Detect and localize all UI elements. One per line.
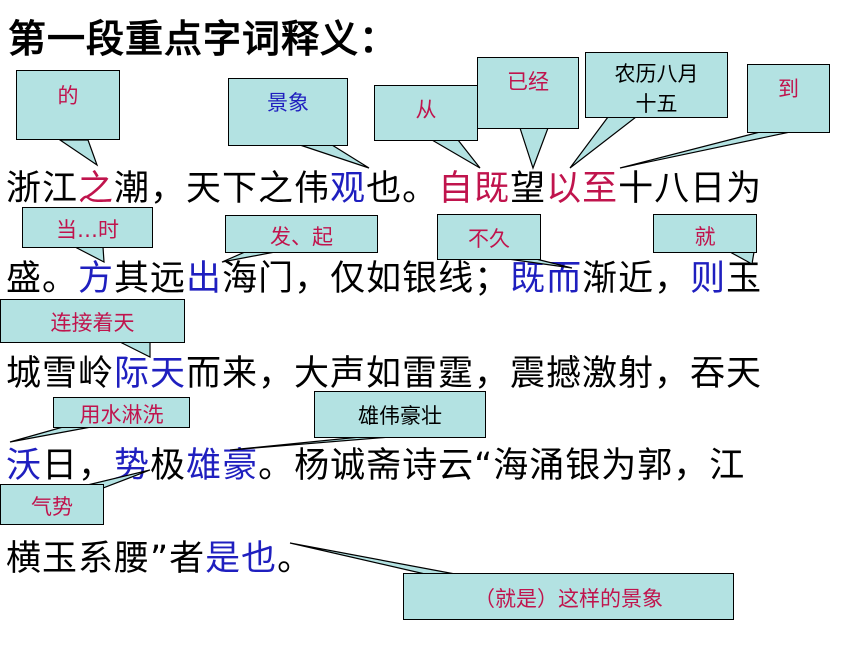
callout-lianjie: 连接着天 [0,299,185,343]
text-segment: 是也 [205,539,278,579]
text-segment: 方 [78,259,115,299]
text-line-2: 盛。方其远出海门，仅如银线；既而渐近，则玉 [6,250,762,301]
pointer-de [58,139,99,167]
text-segment: 自既 [438,169,511,209]
pointer-dang [74,246,105,264]
pointer-jingxiang [299,144,370,169]
pointer-faqi [221,251,276,263]
text-segment: 渐近， [582,259,691,299]
text-segment: 城雪岭 [6,354,115,394]
pointer-jiu [729,251,755,265]
pointer-dao [619,131,791,169]
text-segment: 而来，大声如雷霆，震撼激射，吞天 [186,354,763,394]
pointer-lianjie [119,341,151,358]
text-segment: 日， [42,446,115,486]
text-segment: 观 [330,169,367,209]
text-segment: 之 [78,169,115,209]
text-segment: 横玉系腰”者 [6,539,206,579]
text-segment: 以至 [546,169,619,209]
text-segment: 其远 [114,259,187,299]
text-segment: 盛。 [6,259,79,299]
pointer-jiushi [289,542,456,575]
callout-bujiu: 不久 [437,214,541,260]
text-segment: 玉 [726,259,763,299]
pointer-nongli [569,116,638,169]
pointer-yijing [519,127,549,170]
text-segment: 潮，天下之伟 [114,169,331,209]
text-segment: 海门，仅如银线； [222,259,511,299]
text-segment: 雄豪 [186,446,259,486]
callout-jingxiang: 景象 [228,78,348,146]
text-segment: 沃 [6,446,43,486]
callout-fa-qi: 发、起 [225,215,378,253]
page-title: 第一段重点字词释义： [8,17,399,61]
text-segment: 出 [186,259,223,299]
text-segment: 既而 [510,259,583,299]
text-segment: 际天 [114,354,187,394]
callout-nongli: 农历八月十五 [585,52,728,118]
callout-dao: 到 [747,64,830,133]
text-line-4: 沃日，势极雄豪。杨诚斋诗云“海涌银为郭，江 [6,437,745,488]
callout-yijing: 已经 [477,57,579,129]
text-segment: 浙江 [6,169,79,209]
pointer-bujiu [507,258,573,269]
callout-qishi: 气势 [0,484,104,525]
text-segment: 望 [510,169,547,209]
text-segment: 十八日为 [618,169,763,209]
callout-jiu: 就 [653,214,757,253]
callout-jiushi: （就是）这样的景象 [403,573,734,620]
pointer-xiongwei [229,436,391,451]
callout-linxi: 用水淋洗 [53,397,190,428]
text-segment: 极 [150,446,187,486]
text-line-1: 浙江之潮，天下之伟观也。自既望以至十八日为 [6,160,762,211]
text-line-3: 城雪岭际天而来，大声如雷霆，震撼激射，吞天 [6,345,762,396]
text-segment: 则 [690,259,727,299]
callout-dang-shi: 当…时 [22,207,153,248]
text-segment: 。杨诚斋诗云“海涌银为郭，江 [258,446,746,486]
pointer-cong [429,139,481,169]
text-segment: 也。 [366,169,439,209]
text-line-5: 横玉系腰”者是也。 [6,530,313,581]
callout-de: 的 [16,70,120,140]
callout-cong: 从 [374,85,478,141]
callout-xiongwei: 雄伟豪壮 [314,391,486,438]
pointer-linxi [9,426,92,443]
